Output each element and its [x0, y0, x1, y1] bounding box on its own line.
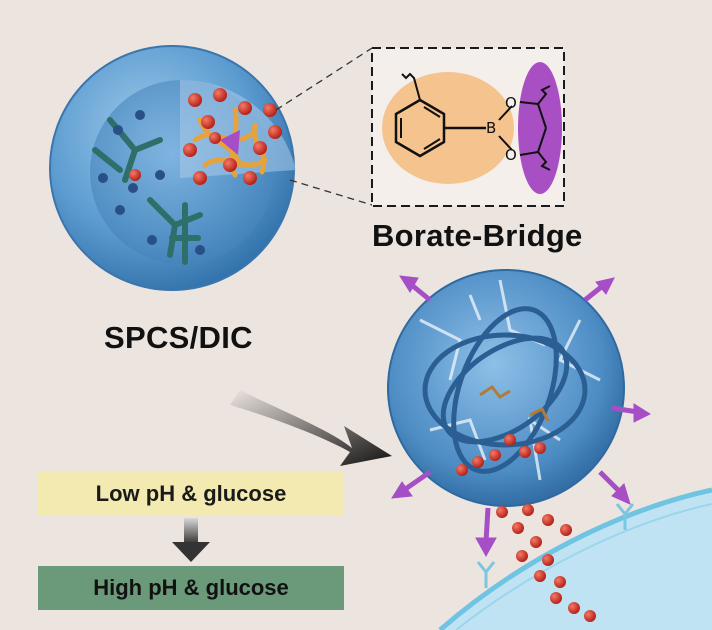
low-ph-glucose-box: Low pH & glucose: [38, 472, 344, 516]
oxygen-atom-top: O: [505, 94, 517, 112]
oxygen-atom-bottom: O: [505, 146, 517, 164]
condition-change-arrow: [172, 518, 210, 562]
cell-membrane: [438, 487, 712, 630]
zoom-lines: [275, 47, 373, 206]
spcs-dic-nanoparticle: [49, 45, 296, 291]
purple-ligand-arrows: [391, 275, 652, 558]
high-ph-glucose-box: High pH & glucose: [38, 566, 344, 610]
released-drug-particles: [496, 504, 596, 622]
boron-atom: B: [486, 119, 496, 137]
spcs-dic-label: SPCS/DIC: [104, 320, 253, 355]
disassembled-nanoparticle: [387, 269, 625, 507]
release-arrow: [230, 390, 392, 466]
cell-receptors: [476, 503, 635, 588]
borate-structure: B O O: [382, 62, 562, 194]
borate-bridge-label: Borate-Bridge: [372, 218, 583, 253]
